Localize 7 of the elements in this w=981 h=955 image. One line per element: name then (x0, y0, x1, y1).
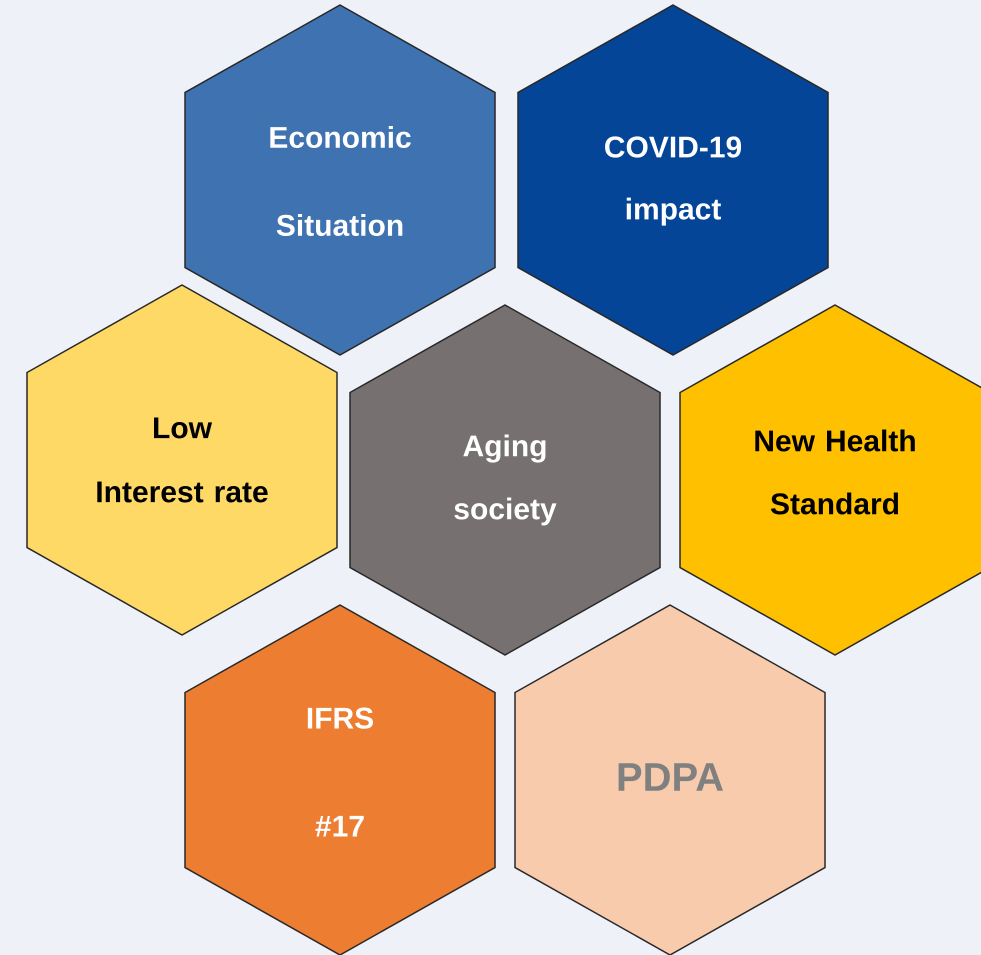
hexagon: IFRS #17 (184, 604, 496, 955)
hexagon: PDPA (514, 604, 826, 955)
hexagon: Low Interest rate (26, 284, 338, 636)
hexagon: Aging society (349, 304, 661, 656)
hexagon: New Health Standard (679, 304, 981, 656)
hexagon: Economic Situation (184, 4, 496, 356)
hexagon: COVID-19 impact (517, 4, 829, 356)
